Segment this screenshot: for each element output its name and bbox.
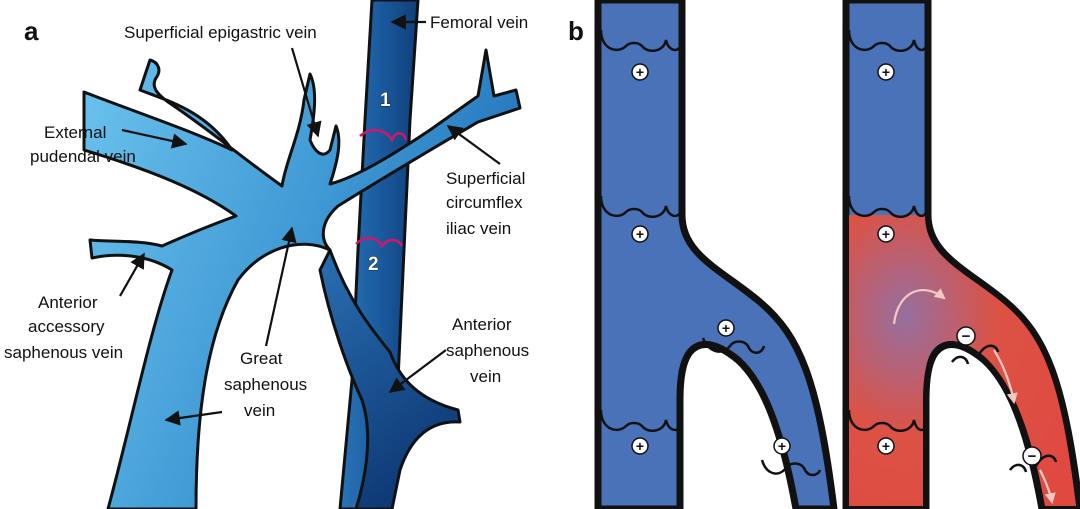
minus-sign: − [1023,447,1041,465]
plus-sign: + [632,64,648,80]
plus-sign: + [774,438,790,454]
label-femoral-vein: Femoral vein [430,13,528,32]
plus-sign: + [878,438,894,454]
label-anterior-accessory-2: accessory [28,317,105,336]
great-saphenous-network [84,50,520,509]
plus-sign: + [718,320,734,336]
minus-sign: − [957,327,975,345]
plus-sign: + [878,64,894,80]
label-great-saphenous-2: saphenous [224,375,307,394]
svg-text:+: + [882,64,890,80]
arrow-superficial-circumflex [448,126,500,164]
label-superficial-circumflex-3: iliac vein [446,219,511,238]
panel-a-letter: a [24,16,39,46]
label-external-pudendal-2: pudendal vein [30,147,136,166]
svg-text:−: − [962,328,971,345]
arrow-anterior-accessory [120,254,144,296]
label-anterior-saphenous-2: saphenous [446,341,529,360]
marker-number-2: 2 [368,254,379,275]
svg-text:+: + [778,438,786,454]
plus-sign: + [632,438,648,454]
label-anterior-saphenous-1: Anterior [452,315,512,334]
label-external-pudendal-1: External [44,123,106,142]
panel-b: b + + + + + + [568,0,1080,509]
reflux-flow-region [849,215,1076,506]
label-superficial-circumflex-2: circumflex [446,193,523,212]
label-superficial-circumflex-1: Superficial [446,169,525,188]
label-superficial-epigastric-vein: Superficial epigastric vein [124,23,317,42]
panel-b-letter: b [568,16,584,46]
svg-text:+: + [636,64,644,80]
plus-sign: + [632,226,648,242]
svg-text:+: + [636,438,644,454]
svg-text:+: + [882,226,890,242]
svg-text:+: + [636,226,644,242]
panel-a: 1 2 a Superficial epigastric vein Femora… [4,0,529,509]
plus-sign: + [878,226,894,242]
label-anterior-saphenous-3: vein [470,367,501,386]
label-anterior-accessory-1: Anterior [38,293,98,312]
svg-text:+: + [882,438,890,454]
label-great-saphenous-3: vein [244,401,275,420]
label-anterior-accessory-3: saphenous vein [4,343,123,362]
svg-text:−: − [1028,448,1037,465]
svg-text:+: + [722,320,730,336]
label-great-saphenous-1: Great [240,349,283,368]
marker-number-1: 1 [380,90,391,111]
